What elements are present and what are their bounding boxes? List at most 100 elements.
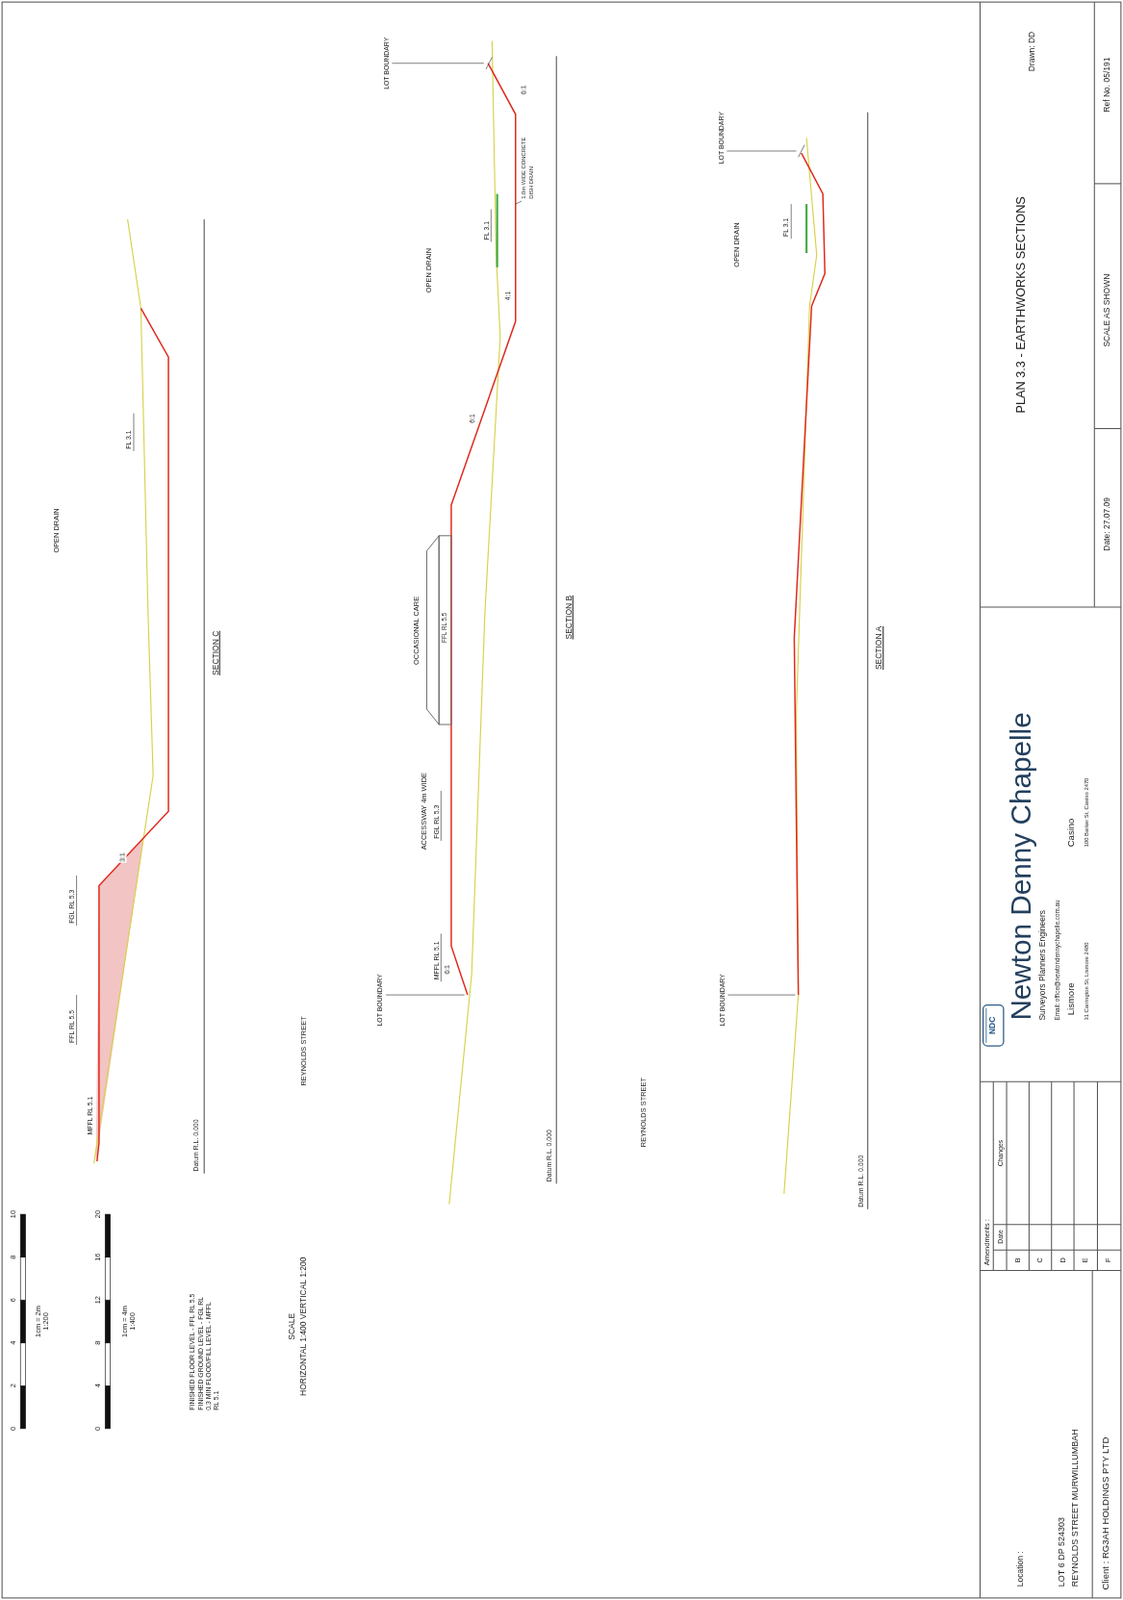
level-label: FL 3.1 [782,218,791,237]
date-cell-text: Date: 27.07.09 [1102,497,1112,552]
table-line [993,1224,1122,1226]
table-header: Date [996,1229,1005,1245]
drain-note: DISH DRAIN [527,166,534,200]
title-block-line [1094,182,1122,184]
scale-segment [20,1257,26,1302]
location-cell-text: REYNOLDS STREET MURWILLUMBAH [1070,1429,1080,1587]
building-wall [438,535,452,725]
boundary-leader [385,995,465,996]
client-cell: Client : RG3AH HOLDINGS PTY LTD [1092,1270,1122,1598]
level-note: FINISHED FLOOR LEVEL - FFL RL 5.5 [188,1294,197,1411]
scale-segment [20,1300,26,1344]
scale-cell-text: SCALE AS SHOWN [1102,274,1112,348]
title-block-line [1094,1,1096,608]
logo-line [985,1008,987,1044]
scale-number: 4 [94,1383,103,1388]
level-label: MFFL RL 5.1 [86,1097,95,1136]
scale-ratio: 1cm = 2m [33,1305,42,1338]
datum-line [556,55,558,1184]
feature-label: OPEN DRAIN [733,222,741,267]
level-label: FL 3.1 [125,430,133,449]
title-block-line [979,1,981,1599]
boundary-leader [726,150,796,152]
plan-title-cell-text: PLAN 3.3 - EARTHWORKS SECTIONS [1014,196,1028,413]
scale-cell: SCALE AS SHOWN [1094,183,1122,430]
scale-segment [20,1214,26,1258]
scale-note: HORIZONTAL 1:400 VERTICAL 1:200 [299,1257,308,1397]
drain-inverts [497,194,807,268]
drain-note: 1.0m WIDE CONCRETE [520,137,527,200]
scale-heading: SCALE [288,1313,298,1341]
location-cell: Location :LOT 6 DP 524303REYNOLDS STREET… [979,1270,1093,1598]
scale-segment [104,1300,110,1344]
title-block-line [1094,428,1122,430]
client-cell-text: Client : RG3AH HOLDINGS PTY LTD [1101,1437,1112,1591]
amendments-cell-text: Amendments : [983,1219,992,1266]
feature-label: OPEN DRAIN [425,248,434,293]
level-marker [76,995,77,1046]
table-line [1006,1081,1008,1271]
section-title: SECTION A [875,626,885,670]
logo-frame [983,1005,1004,1047]
scale-segment [20,1343,26,1387]
design-profile [793,153,825,996]
level-note: RL 5.1 [212,1391,221,1411]
level-marker [490,208,492,242]
amendments-cell: Amendments : [979,1081,1121,1271]
level-marker [440,933,442,982]
scale-number: 8 [9,1255,18,1260]
level-marker [132,413,134,452]
scale-number: 20 [94,1210,103,1219]
table-line [1050,1081,1052,1271]
ground-lines [94,40,817,1204]
logo-text: NDC [989,1017,998,1035]
title-block-line [1092,1270,1094,1598]
section-title: SECTION B [564,595,574,640]
level-note: FINISHED GROUND LEVEL - FGL RL [196,1297,205,1411]
scale-ratio: 1cm = 4m [120,1305,128,1338]
slope-label: 3:1 [119,851,128,864]
datum-line [867,112,868,1210]
feature-label: ACCESSWAY 4m WIDE [419,772,428,850]
design-lines [97,63,825,1162]
company-cell-text: Lismore [1067,982,1077,1016]
table-line [993,1081,995,1271]
datum-label: Datum R.L. 0.000 [192,1120,201,1173]
date-cell: Date: 27.07.09 [1094,428,1122,608]
level-label: FL 3.1 [482,221,490,240]
title-block-line [979,1081,1121,1083]
slope-label: 6:1 [519,83,528,96]
scale-segment [104,1214,110,1258]
amendment-letter: B [1014,1257,1022,1263]
table-line [1073,1081,1075,1271]
note-leader [515,201,522,205]
scale-segment [104,1343,110,1387]
level-label: FFL RL 5.5 [67,1010,76,1044]
company-cell: Newton Denny ChapelleSurveyors Planners … [979,607,1121,1082]
amendment-letter: C [1036,1257,1045,1263]
scale-number: 2 [9,1383,18,1388]
company-cell-text: 100 Barker St, Casino 2470 [1083,778,1090,848]
section-title: SECTION C [211,631,221,676]
boundary-label: LOT BOUNDARY [376,973,384,1026]
amendment-letter: E [1081,1257,1090,1263]
scale-number: 0 [94,1427,103,1431]
level-marker [440,791,442,842]
level-label: MFFL RL 5.1 [432,941,440,980]
title-block-line [979,1270,1121,1272]
leader-lines [76,56,805,1046]
company-cell-text: Newton Denny Chapelle [1006,712,1039,1021]
street-label: REYNOLDS STREET [638,1077,647,1148]
street-label: REYNOLDS STREET [300,1016,308,1086]
boundary-leader [727,995,795,996]
title-block-line [979,607,1121,609]
level-marker [76,875,77,926]
building-label: OCCASIONAL CARE [412,596,421,665]
scale-segment [104,1257,110,1302]
scale-number: 12 [94,1296,103,1304]
scale-bars [20,1214,110,1430]
level-label: FGL RL 5.3 [432,805,440,840]
existing-ground [449,40,501,1204]
